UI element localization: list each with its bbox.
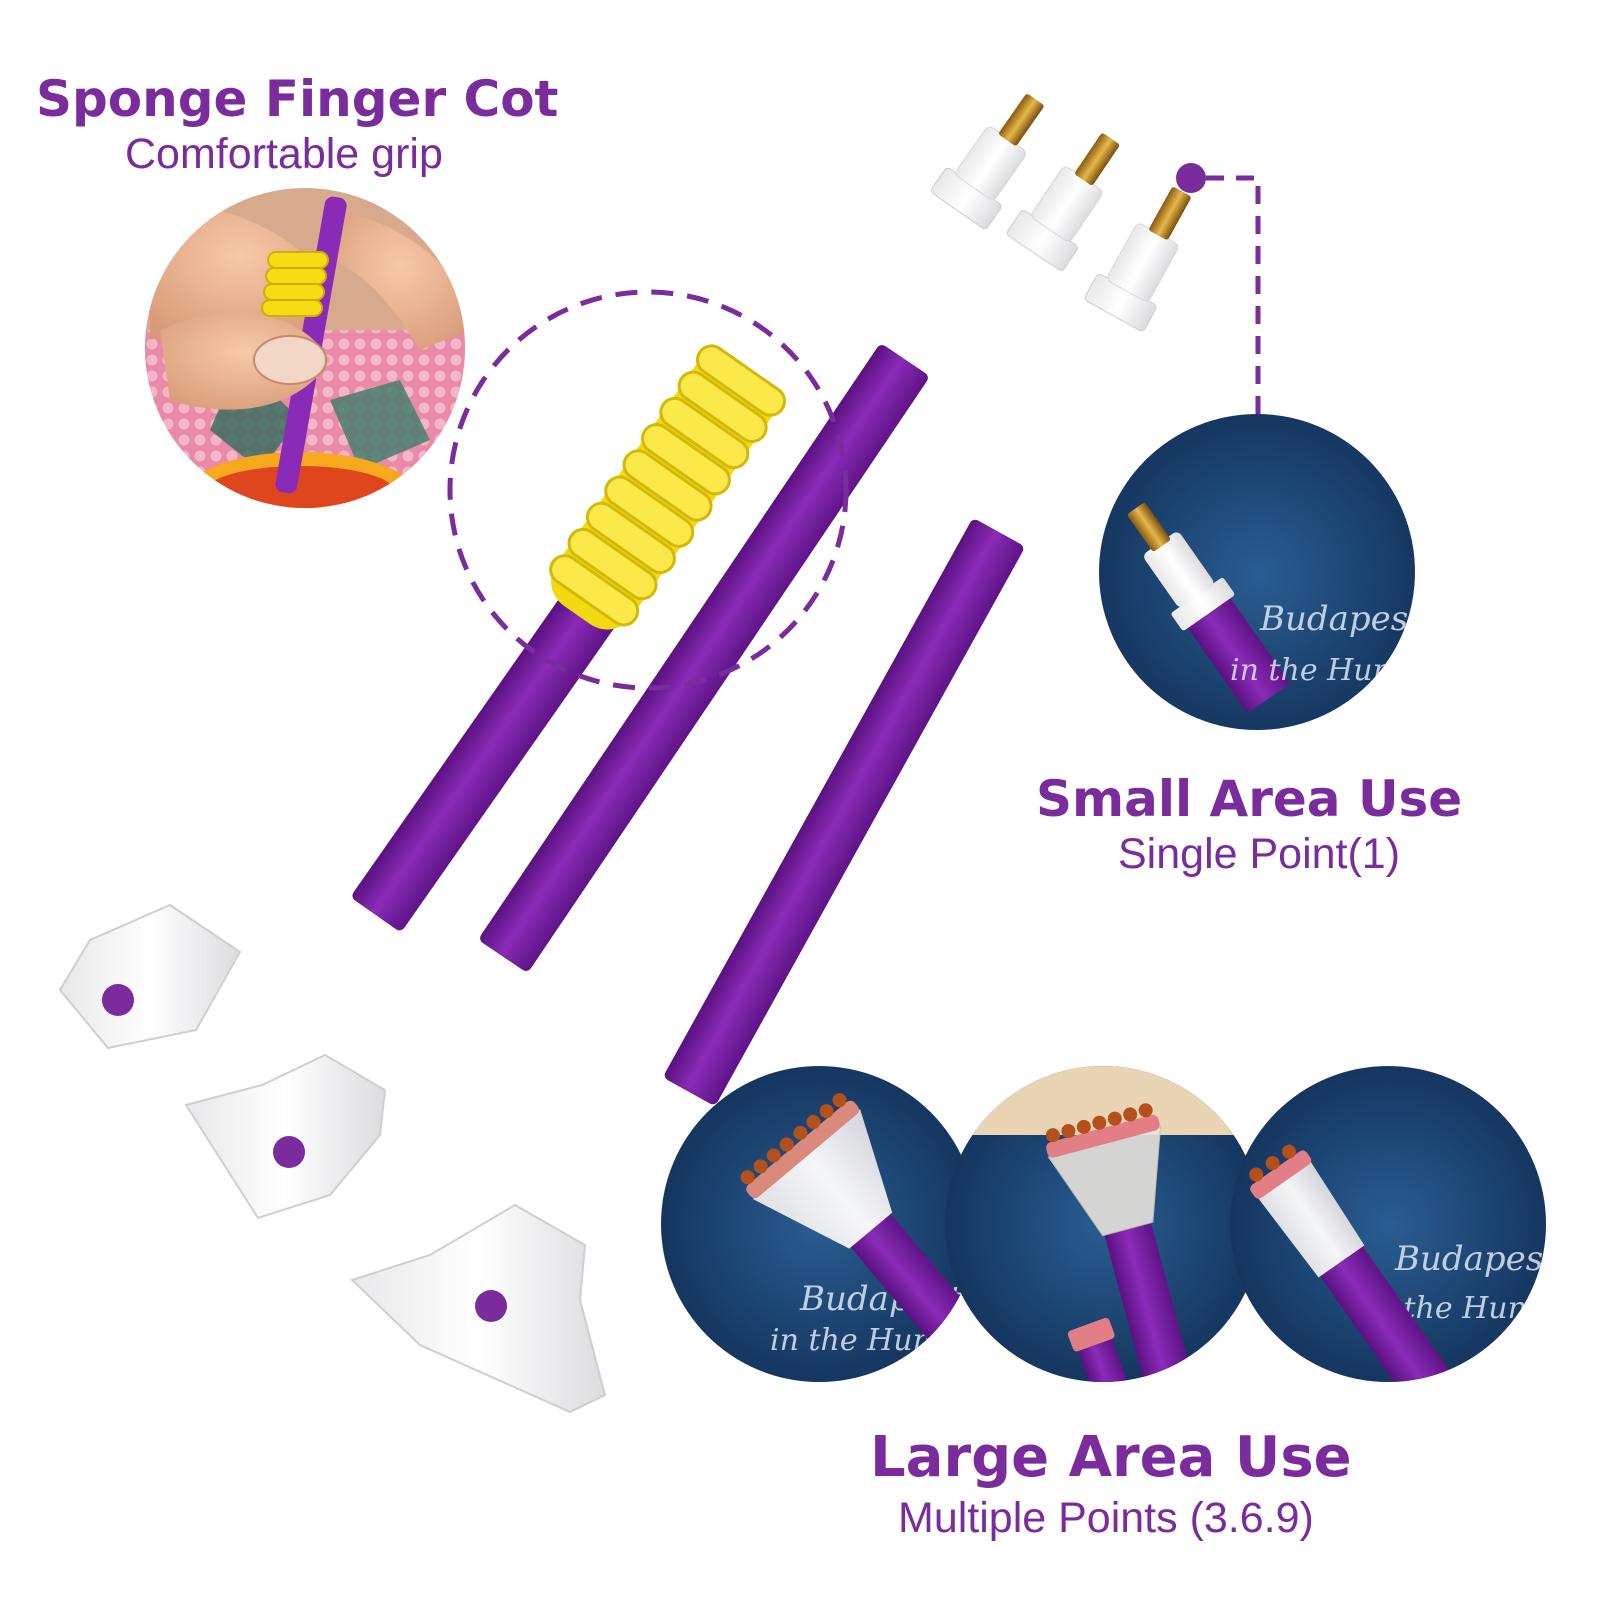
single-point-photo: Budapest in the Hungary	[1099, 414, 1461, 730]
grip-highlight-ring	[447, 289, 849, 691]
small-area-title: Small Area Use	[1036, 770, 1463, 828]
dashed-connector-icon	[1206, 175, 1261, 415]
svg-text:Budapest: Budapest	[1394, 1239, 1557, 1279]
large-area-title: Large Area Use	[870, 1425, 1352, 1490]
multi-point-photo-9	[945, 1066, 1261, 1382]
svg-text:in the Hungary: in the Hungary	[770, 1323, 1001, 1358]
multi-point-photo-3: Budapest in the Hungary	[1230, 1066, 1557, 1382]
finger-grip-photo	[145, 188, 465, 508]
sponge-finger-cot-title: Sponge Finger Cot	[36, 70, 559, 128]
svg-text:Budapest: Budapest	[1259, 599, 1422, 639]
large-area-subtitle: Multiple Points (3.6.9)	[898, 1494, 1314, 1542]
pen-single-tip-grip	[58, 94, 1044, 1050]
sponge-finger-cot-subtitle: Comfortable grip	[125, 130, 443, 178]
marker-dot-icon	[102, 163, 1206, 1322]
svg-text:in the Hungary: in the Hungary	[1230, 653, 1461, 688]
small-area-subtitle: Single Point(1)	[1118, 830, 1401, 878]
sponge-finger-cot	[549, 344, 786, 630]
